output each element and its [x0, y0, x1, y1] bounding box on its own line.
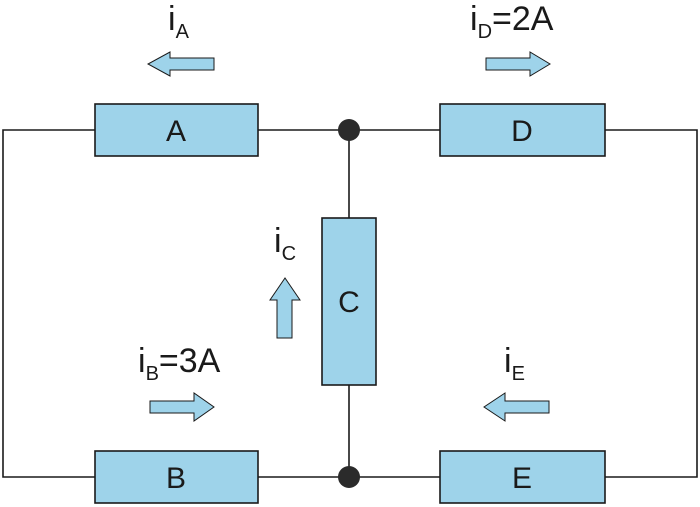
- current-d-label: iD=2A: [470, 0, 554, 43]
- current-c-arrow-up-icon: [269, 277, 301, 339]
- element-e-label: E: [512, 462, 532, 495]
- element-a-box: [94, 103, 259, 157]
- element-b-label: B: [166, 462, 186, 495]
- element-e: E: [439, 450, 606, 504]
- current-a-arrow-left-icon: [146, 51, 215, 77]
- element-d-label: D: [511, 115, 533, 148]
- current-d-arrow-right-icon: [485, 51, 551, 77]
- element-d: D: [439, 103, 606, 157]
- element-c-label: C: [338, 286, 360, 319]
- element-a-label: A: [166, 115, 186, 148]
- wire-right-loop: [605, 129, 698, 478]
- current-e-arrow-left-icon: [483, 392, 550, 422]
- bottom-junction-node: [338, 466, 360, 488]
- element-e-box: [439, 450, 606, 504]
- current-b-arrow-right-icon: [149, 392, 215, 422]
- current-e-label: iE: [504, 342, 525, 385]
- element-c-box: [321, 217, 377, 386]
- current-a-label: iA: [168, 0, 190, 43]
- element-b: B: [94, 450, 259, 504]
- wires: [2, 129, 698, 478]
- element-d-box: [439, 103, 606, 157]
- element-b-box: [94, 450, 259, 504]
- current-c-label: iC: [274, 222, 296, 265]
- wire-left-loop: [2, 129, 95, 478]
- element-c: C: [321, 217, 377, 386]
- current-b-label: iB=3A: [138, 342, 221, 385]
- element-a: A: [94, 103, 259, 157]
- top-junction-node: [338, 119, 360, 141]
